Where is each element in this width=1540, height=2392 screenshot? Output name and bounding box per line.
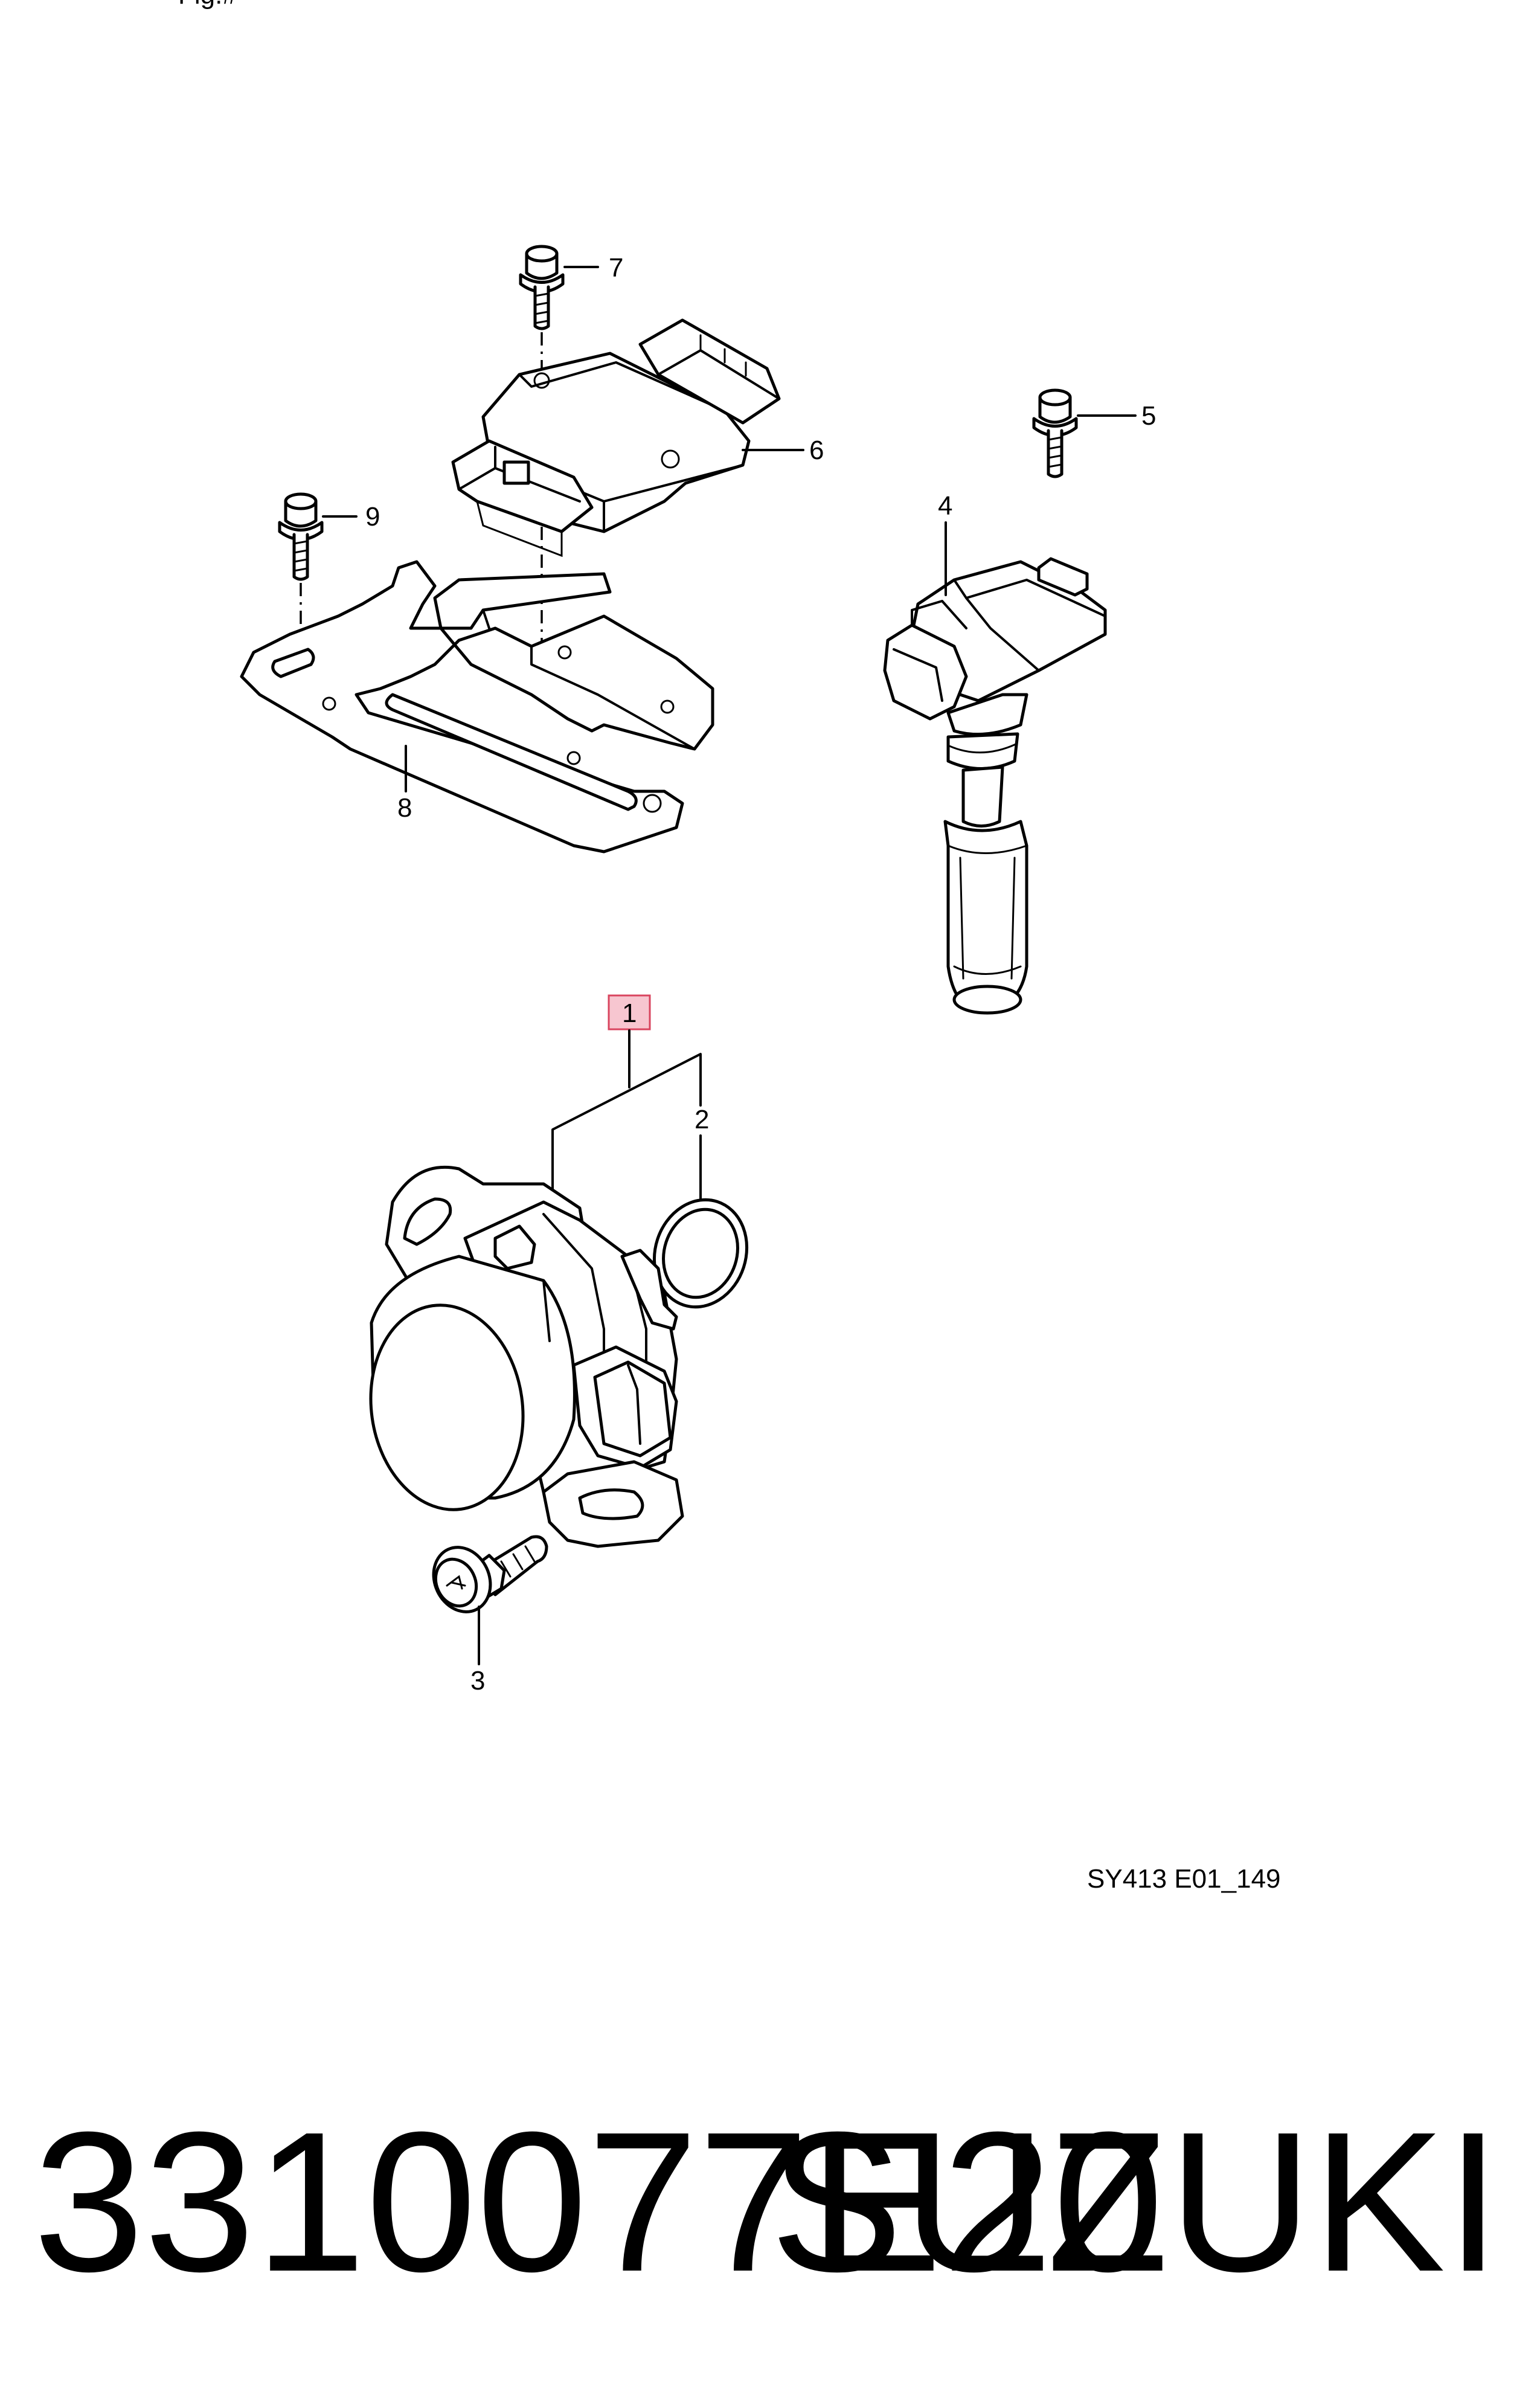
- bolt-9: [278, 492, 324, 581]
- header-fragment: Fig.#: [178, 0, 237, 10]
- part-number: 3310077E20: [33, 2090, 1164, 2313]
- callout-1-highlight[interactable]: [608, 994, 651, 1030]
- callout-9: 9: [365, 502, 380, 532]
- parts-diagram: Fig.# 7 6 9: [178, 0, 1281, 1894]
- callout-7: 7: [609, 253, 623, 283]
- callout-6: 6: [809, 436, 824, 465]
- bolt-7: [519, 245, 565, 330]
- ignition-coil-4: [883, 557, 1107, 1015]
- brand-name: SUZUKI: [769, 2090, 1501, 2313]
- o-ring-2: [652, 1198, 749, 1309]
- ignition-module-6: [451, 318, 781, 558]
- callout-2: 2: [695, 1105, 709, 1134]
- sensor-assembly-1: [369, 1165, 684, 1548]
- callout-1: 1: [622, 998, 637, 1028]
- callout-3: 3: [470, 1666, 485, 1696]
- callout-8: 8: [397, 793, 412, 823]
- drawing-code: SY413 E01_149: [1087, 1864, 1281, 1894]
- callout-4: 4: [938, 491, 952, 521]
- bolt-5: [1032, 388, 1078, 478]
- bracket-8: [240, 560, 714, 854]
- callout-5: 5: [1141, 401, 1156, 431]
- screw-3: [432, 1535, 548, 1613]
